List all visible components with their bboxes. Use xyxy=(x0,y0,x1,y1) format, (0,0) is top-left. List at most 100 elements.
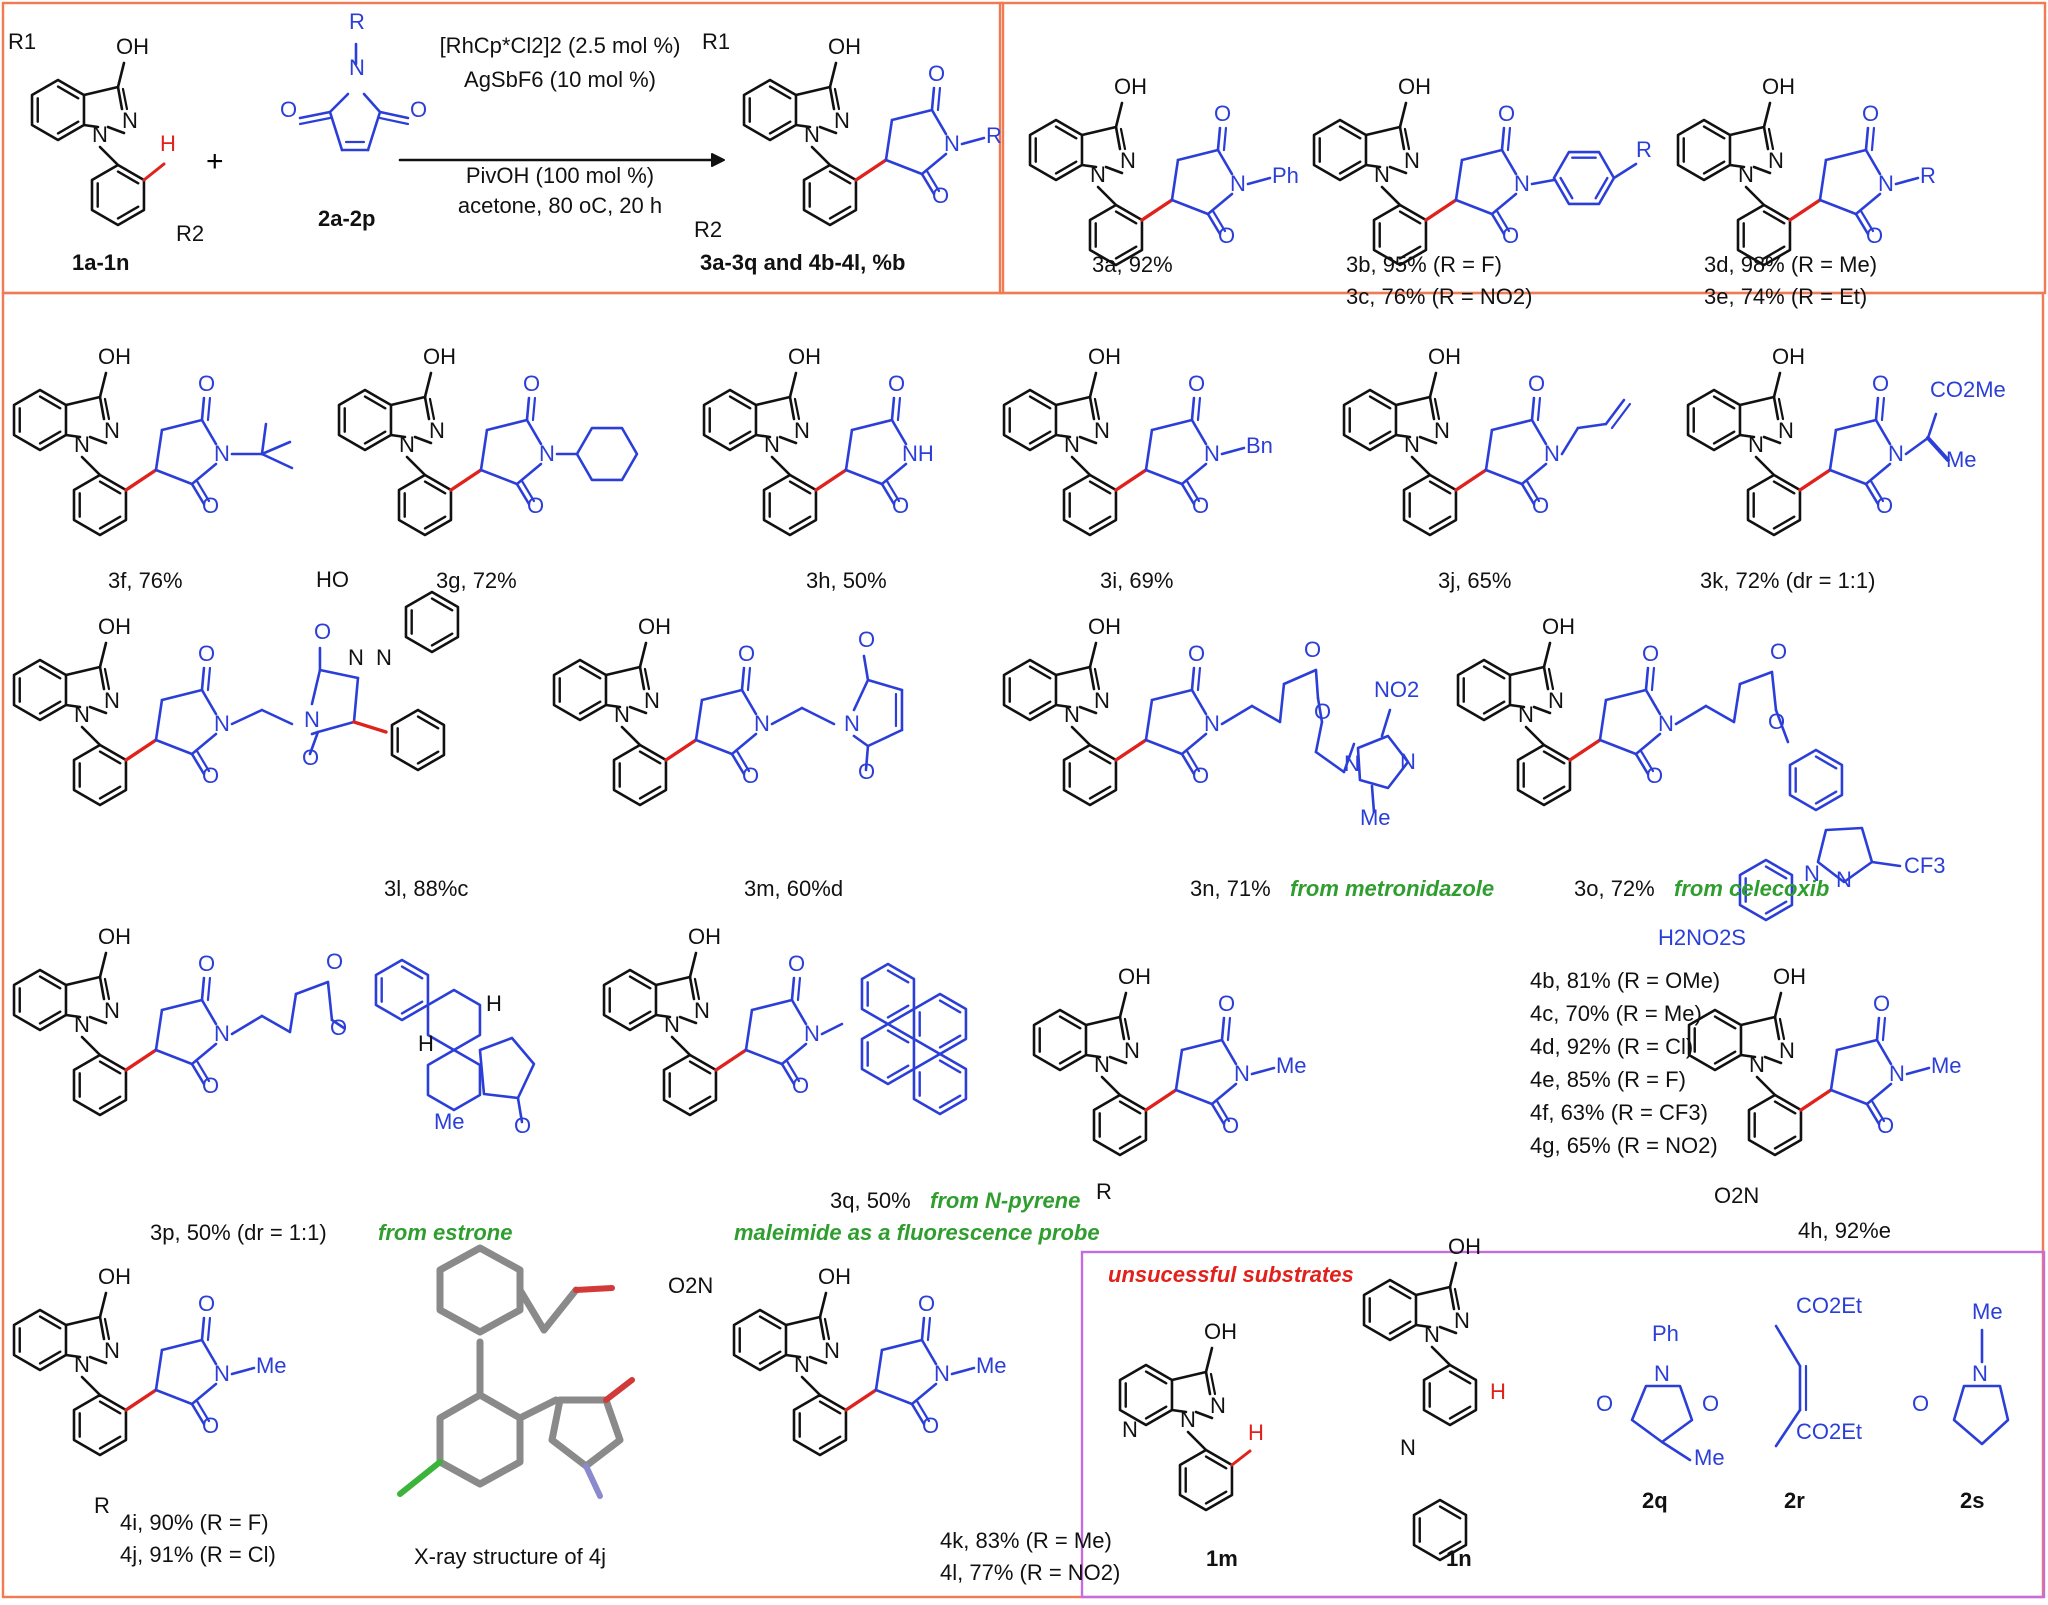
bond xyxy=(154,1008,164,1052)
bond xyxy=(1762,435,1782,445)
bond xyxy=(260,708,294,726)
bond xyxy=(1875,1038,1893,1066)
product-origin-note-3o: from celecoxib xyxy=(1674,876,1830,901)
carbonyl-double-bond xyxy=(915,1399,931,1423)
aromatic-double-bond xyxy=(1398,245,1422,260)
aromatic-double-bond xyxy=(768,120,792,135)
nitrogen-n1: N xyxy=(74,433,90,457)
product-label-3b: 3b, 95% (R = F) xyxy=(1346,252,1502,277)
atom-symbol: N xyxy=(1433,418,1450,443)
atom-symbol: N xyxy=(1972,1361,1988,1386)
carbonyl-oxygen: O xyxy=(928,62,945,86)
aromatic-double-bond xyxy=(1482,665,1506,680)
trifluoromethyl: CF3 xyxy=(1904,854,1946,878)
bond xyxy=(1854,192,1882,216)
aromatic-double-bond xyxy=(758,1350,782,1365)
bond xyxy=(1490,212,1506,236)
bond xyxy=(1194,1410,1214,1420)
n-aryl-ring xyxy=(72,743,128,807)
atom-symbol: N xyxy=(213,1021,230,1046)
bond xyxy=(1380,708,1392,738)
hydroxyl-label: OH xyxy=(1448,1235,1481,1259)
wedge-bond xyxy=(1925,436,1950,462)
atom-symbol: O xyxy=(329,1015,348,1040)
bond xyxy=(1875,1016,1881,1042)
bond xyxy=(884,118,894,162)
aromatic-double-bond xyxy=(1762,245,1786,260)
new-c-c-bond xyxy=(1454,468,1488,492)
bond xyxy=(98,951,108,979)
atom-symbol: O xyxy=(1871,371,1890,396)
bond xyxy=(98,371,108,399)
ester-oxygen: O xyxy=(326,950,343,974)
product-label-4i: 4i, 90% (R = F) xyxy=(120,1510,269,1535)
bond xyxy=(1216,126,1222,152)
reactive-hydrogen: H xyxy=(160,132,176,156)
n-aryl-ring xyxy=(1062,473,1118,537)
bond xyxy=(1430,1345,1452,1367)
bond xyxy=(1080,125,1118,137)
aromatic-double-bond xyxy=(1438,1505,1462,1520)
hydroxyl-label: OH xyxy=(1428,345,1461,369)
atom-symbol: N xyxy=(1093,418,1110,443)
xray-oh-bond xyxy=(573,1285,615,1293)
atom-symbol: N xyxy=(349,55,365,80)
product-label-4b: 4b, 81% (R = OMe) xyxy=(1530,968,1721,993)
carbonyl-oxygen: O xyxy=(1873,992,1890,1016)
bond xyxy=(98,975,106,1001)
bond xyxy=(1520,482,1536,506)
nitrogen-n2: N xyxy=(104,999,120,1023)
n-substituent-ph: Ph xyxy=(1272,164,1299,188)
atom-symbol: OH xyxy=(687,924,721,949)
bond xyxy=(1560,426,1580,456)
carbonyl-double-bond xyxy=(195,1399,211,1423)
bond xyxy=(190,1382,218,1406)
aromatic-double-bond xyxy=(1814,790,1838,805)
bond xyxy=(200,1316,206,1342)
aromatic-double-bond xyxy=(98,480,122,495)
bond xyxy=(1598,738,1638,756)
aromatic-double-bond xyxy=(1712,395,1736,410)
carbonyl-double-bond xyxy=(378,116,410,126)
bond xyxy=(1634,732,1662,756)
product-label-4g: 4g, 65% (R = NO2) xyxy=(1530,1133,1718,1158)
bond xyxy=(260,422,268,456)
carbonyl-double-bond xyxy=(1870,126,1876,152)
product-label-3k: 3k, 72% (dr = 1:1) xyxy=(1700,568,1876,593)
hydroxyl-label: HO xyxy=(316,568,349,592)
bond xyxy=(1818,198,1858,216)
bond xyxy=(638,665,646,691)
aromatic-double-bond xyxy=(1762,210,1786,225)
imide-nitrogen: N xyxy=(1514,172,1530,196)
aromatic-double-bond xyxy=(1088,515,1112,530)
bond xyxy=(82,85,120,97)
atom-symbol: N xyxy=(1403,432,1420,457)
double-bond xyxy=(1433,397,1441,421)
alkene-double-bond xyxy=(1610,402,1632,430)
carbonyl-oxygen: O xyxy=(932,184,949,208)
carbonyl-oxygen: O xyxy=(1876,494,1893,518)
bond xyxy=(1250,1066,1276,1076)
bond xyxy=(1604,688,1648,702)
atom-symbol: N xyxy=(73,432,90,457)
nitrogen-n2: N xyxy=(1434,419,1450,443)
bond xyxy=(930,108,948,136)
bond xyxy=(1508,703,1526,709)
carbonyl-oxygen: O xyxy=(1498,102,1515,126)
bond xyxy=(794,123,812,129)
carbonyl-oxygen: O xyxy=(738,642,755,666)
carbonyl-double-bond xyxy=(206,396,212,422)
bond xyxy=(750,998,794,1012)
bond xyxy=(316,720,356,734)
carbonyl-oxygen: O xyxy=(1866,224,1883,248)
bond xyxy=(1824,148,1868,162)
n-aryl-ring xyxy=(1747,1093,1803,1157)
carbonyl-double-bond xyxy=(531,396,537,422)
xray-bond xyxy=(516,1286,548,1334)
hydroxyl-label: OH xyxy=(98,925,131,949)
bond xyxy=(1088,395,1096,421)
indazole-benzo-ring xyxy=(30,78,86,142)
atom-symbol: CO2Et xyxy=(1796,1419,1863,1444)
aromatic-double-bond xyxy=(886,1004,910,1019)
bond xyxy=(604,703,622,709)
